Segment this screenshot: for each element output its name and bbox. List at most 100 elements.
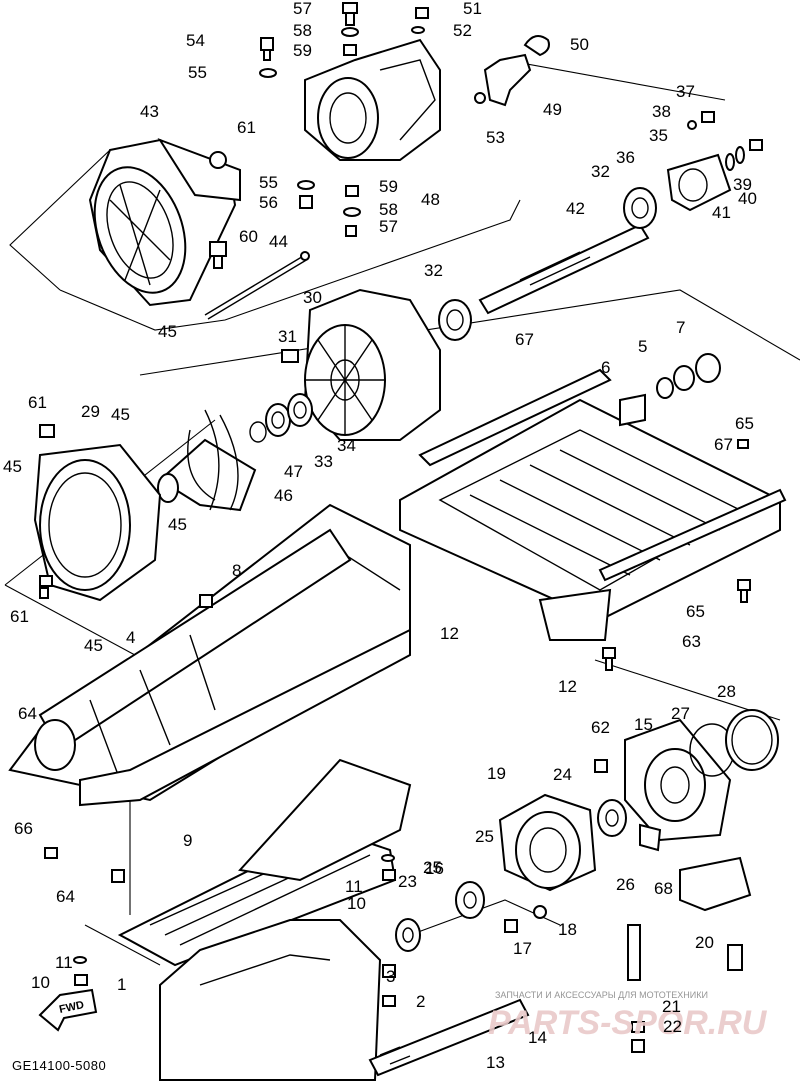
fwd-label: FWD: [58, 999, 85, 1016]
callout-57: 57: [379, 217, 398, 236]
tie-rod-44: [204, 251, 310, 320]
callout-66: 66: [14, 819, 33, 838]
callout-41: 41: [712, 203, 731, 222]
seals-33-34: [249, 393, 313, 443]
callout-17: 17: [513, 939, 532, 958]
steering-nozzle-48: [304, 38, 441, 161]
callout-11: 11: [55, 953, 73, 972]
callout-37: 37: [676, 82, 695, 101]
callout-62: 62: [591, 718, 610, 737]
callout-55: 55: [188, 63, 207, 82]
callout-64: 64: [56, 887, 75, 906]
callout-23: 23: [398, 872, 417, 891]
callout-54: 54: [186, 31, 205, 50]
duct-29: [33, 424, 162, 602]
callout-59: 59: [293, 41, 312, 60]
callout-46: 46: [274, 486, 293, 505]
callout-4: 4: [126, 628, 135, 647]
callout-35: 35: [649, 126, 668, 145]
callout-60: 60: [239, 227, 258, 246]
bolts: [44, 439, 751, 1053]
callout-21: 21: [662, 997, 681, 1016]
watermark-top-line: ЗАПЧАСТИ И АКСЕССУАРЫ ДЛЯ МОТОТЕХНИКИ: [495, 990, 708, 1000]
callout-65: 65: [686, 602, 705, 621]
callout-56: 56: [259, 193, 278, 212]
callout-33: 33: [314, 452, 333, 471]
callout-20: 20: [695, 933, 714, 952]
callout-55: 55: [259, 173, 278, 192]
callout-67: 67: [714, 435, 733, 454]
callout-3: 3: [386, 967, 395, 986]
callout-15: 15: [634, 715, 653, 734]
callout-43: 43: [140, 102, 159, 121]
cover-plate-15: [624, 709, 779, 842]
top-hardware: [209, 2, 429, 269]
callout-14: 14: [528, 1028, 547, 1047]
callout-64: 64: [18, 704, 37, 723]
callout-44: 44: [269, 232, 288, 251]
callout-30: 30: [303, 288, 322, 307]
callout-45: 45: [3, 457, 22, 476]
callout-25: 25: [423, 858, 442, 877]
callout-68: 68: [654, 879, 673, 898]
bearing-set-5-6-7: [619, 353, 721, 427]
callout-61: 61: [28, 393, 47, 412]
callout-22: 22: [663, 1017, 682, 1036]
callout-34: 34: [337, 436, 356, 455]
callout-45: 45: [84, 636, 103, 655]
callout-45: 45: [158, 322, 177, 341]
callout-50: 50: [570, 35, 589, 54]
callout-38: 38: [652, 102, 671, 121]
callout-51: 51: [463, 0, 482, 18]
callout-53: 53: [486, 128, 505, 147]
intake-grate-63: [399, 368, 787, 641]
callout-8: 8: [232, 561, 241, 580]
bearing-housing-19: [395, 793, 627, 952]
reverse-cam-49: [474, 35, 550, 107]
callout-59: 59: [379, 177, 398, 196]
callout-61: 61: [237, 118, 256, 137]
callout-27: 27: [671, 704, 690, 723]
callout-42: 42: [566, 199, 585, 218]
cover-1: [159, 919, 382, 1081]
callout-19: 19: [487, 764, 506, 783]
callout-45: 45: [111, 405, 130, 424]
callout-47: 47: [284, 462, 303, 481]
callout-32: 32: [591, 162, 610, 181]
impeller-46: [157, 409, 257, 512]
callout-9: 9: [183, 831, 192, 850]
callout-40: 40: [738, 189, 757, 208]
callout-49: 49: [543, 100, 562, 119]
drive-shaft-42: [438, 111, 763, 341]
callout-32: 32: [424, 261, 443, 280]
clip-68: [627, 823, 752, 981]
callout-24: 24: [553, 765, 572, 784]
callout-58: 58: [379, 200, 398, 219]
shaft-13: [368, 998, 530, 1077]
nozzle-housing-43: [88, 138, 241, 307]
callout-45: 45: [168, 515, 187, 534]
callout-48: 48: [421, 190, 440, 209]
callout-10: 10: [31, 973, 50, 992]
callout-25: 25: [475, 827, 494, 846]
callout-7: 7: [676, 318, 685, 337]
callout-63: 63: [682, 632, 701, 651]
watermark-brand: PARTS-SPOR.RU: [488, 1004, 768, 1042]
callout-58: 58: [293, 21, 312, 40]
callout-31: 31: [278, 327, 297, 346]
callout-2: 2: [416, 992, 425, 1011]
pump-shell-12: [79, 628, 411, 807]
callout-6: 6: [601, 358, 610, 377]
fin-12: [238, 758, 412, 882]
callout-12: 12: [440, 624, 459, 643]
callout-36: 36: [616, 148, 635, 167]
callout-1: 1: [117, 975, 126, 994]
callout-28: 28: [717, 682, 736, 701]
callout-67: 67: [515, 330, 534, 349]
impeller-housing-30: [281, 288, 441, 441]
callout-5: 5: [638, 337, 647, 356]
callout-61: 61: [10, 607, 29, 626]
